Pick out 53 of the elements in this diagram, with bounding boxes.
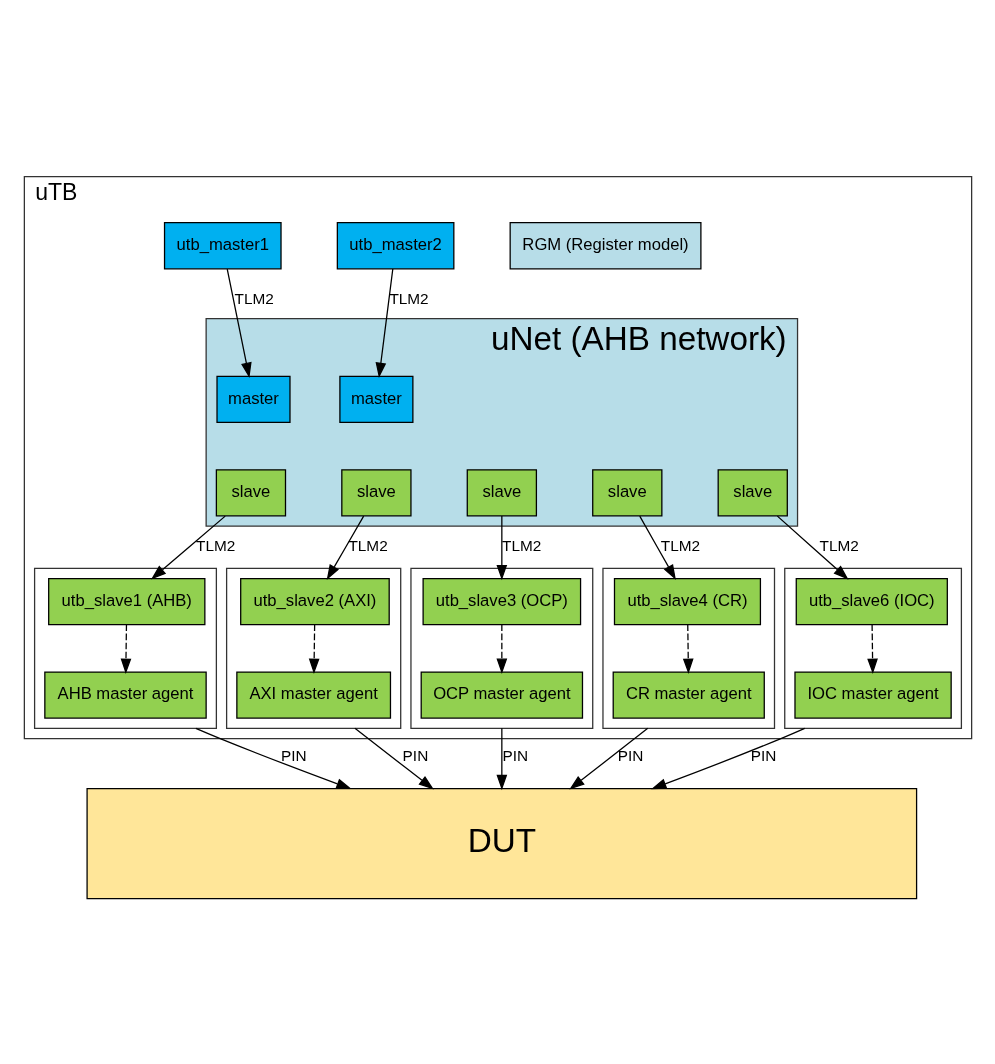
arrow <box>495 514 507 580</box>
arrow <box>495 623 507 674</box>
node-box: slave <box>591 468 662 516</box>
edge-label: PIN <box>501 746 528 764</box>
node-box: utb_slave2 (AXI) <box>239 577 390 625</box>
node-box: utb_slave1 (AHB) <box>47 577 205 625</box>
cluster <box>409 567 593 729</box>
arrow <box>638 514 676 580</box>
node-box: slave <box>340 468 412 516</box>
arrow <box>375 267 393 378</box>
node-box: master <box>338 375 413 423</box>
edge-label: TLM2 <box>660 536 700 554</box>
node-box: DUT <box>85 787 917 899</box>
arrow <box>495 727 507 790</box>
node-box: AHB master agent <box>43 670 207 719</box>
node-box: utb_slave6 (IOC) <box>795 577 948 625</box>
arrow <box>226 267 252 378</box>
edge-label: TLM2 <box>501 536 541 554</box>
node-box: IOC master agent <box>793 670 952 719</box>
edge-label: PIN <box>750 746 776 764</box>
node-box: utb_slave3 (OCP) <box>421 577 581 625</box>
edge-label: TLM2 <box>195 536 235 554</box>
arrow <box>150 514 226 580</box>
node-box: utb_slave4 (CR) <box>613 577 761 625</box>
node-box: AXI master agent <box>235 670 391 719</box>
edge-label: TLM2 <box>347 536 388 554</box>
node-box: utb_master1 <box>163 221 282 269</box>
cluster <box>225 567 401 729</box>
node-box: utb_master2 <box>336 221 454 269</box>
arrow <box>194 727 352 789</box>
node-box: slave <box>466 468 537 516</box>
arrow <box>568 727 648 790</box>
edge-label: PIN <box>402 746 428 764</box>
arrow <box>776 514 849 580</box>
node-box: slave <box>215 468 286 516</box>
arrow <box>120 623 131 674</box>
arrow <box>353 727 434 790</box>
edge-label: TLM2 <box>819 536 859 554</box>
node-box: master <box>215 375 291 423</box>
edge-label: TLM2 <box>234 289 274 307</box>
arrow <box>650 727 805 789</box>
edge-label: TLM2 <box>388 289 429 307</box>
arrow <box>308 623 320 674</box>
arrow <box>866 623 878 674</box>
node-box: slave <box>717 468 788 516</box>
edge-label: PIN <box>280 746 307 764</box>
cluster <box>783 567 962 729</box>
node-box: CR master agent <box>612 670 765 719</box>
cluster <box>601 567 775 729</box>
edge-label: PIN <box>617 746 643 764</box>
node-box: OCP master agent <box>420 670 583 719</box>
arrow <box>682 623 694 674</box>
node-box: RGM (Register model) <box>509 221 702 269</box>
